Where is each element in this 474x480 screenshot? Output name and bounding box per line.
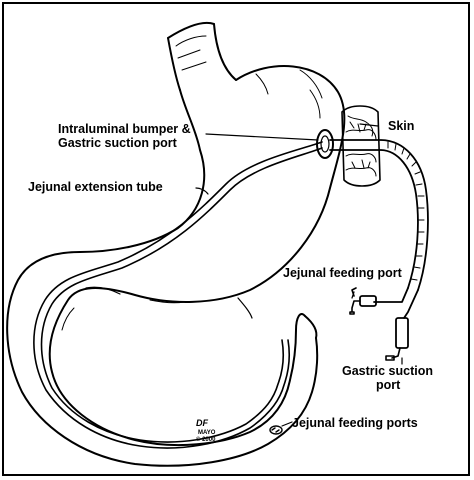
jejunal-port-leader-line — [351, 291, 355, 299]
jejunal-feeding-port-cap — [349, 287, 361, 315]
skin-layer — [341, 105, 381, 187]
jejunal-feeding-ports-holes — [269, 425, 283, 435]
leader-lines — [195, 123, 403, 427]
artist-signature: DF — [196, 418, 208, 428]
label-gastric-suction-line1: Gastric suction — [342, 364, 433, 378]
bumper-leader-line — [205, 133, 319, 141]
label-skin: Skin — [388, 119, 415, 133]
diagram-frame — [2, 2, 470, 476]
label-jejunal-extension-tube: Jejunal extension tube — [28, 180, 163, 194]
skin-leader-line — [359, 123, 379, 127]
label-jejunal-feeding-ports: Jejunal feeding ports — [292, 416, 418, 430]
y-connector — [359, 287, 419, 349]
intraluminal-bumper — [316, 129, 334, 159]
label-gastric-suction-line2: port — [376, 378, 401, 392]
jejunal-ports-leader-line — [281, 421, 293, 427]
external-tube — [329, 139, 429, 291]
label-jejunal-feeding-port: Jejunal feeding port — [283, 266, 402, 280]
esophagus — [167, 22, 237, 91]
gastric-suction-port-cap — [385, 347, 401, 361]
label-bumper-line1: Intraluminal bumper & — [58, 122, 191, 136]
signature-year: © 2000 — [196, 437, 216, 443]
extension-tube-leader-line — [195, 187, 209, 195]
signature-org: MAYO — [198, 430, 216, 436]
label-bumper-line2: Gastric suction port — [58, 136, 177, 150]
jejunal-extension-tube — [33, 141, 323, 449]
stomach-folds — [61, 69, 323, 331]
